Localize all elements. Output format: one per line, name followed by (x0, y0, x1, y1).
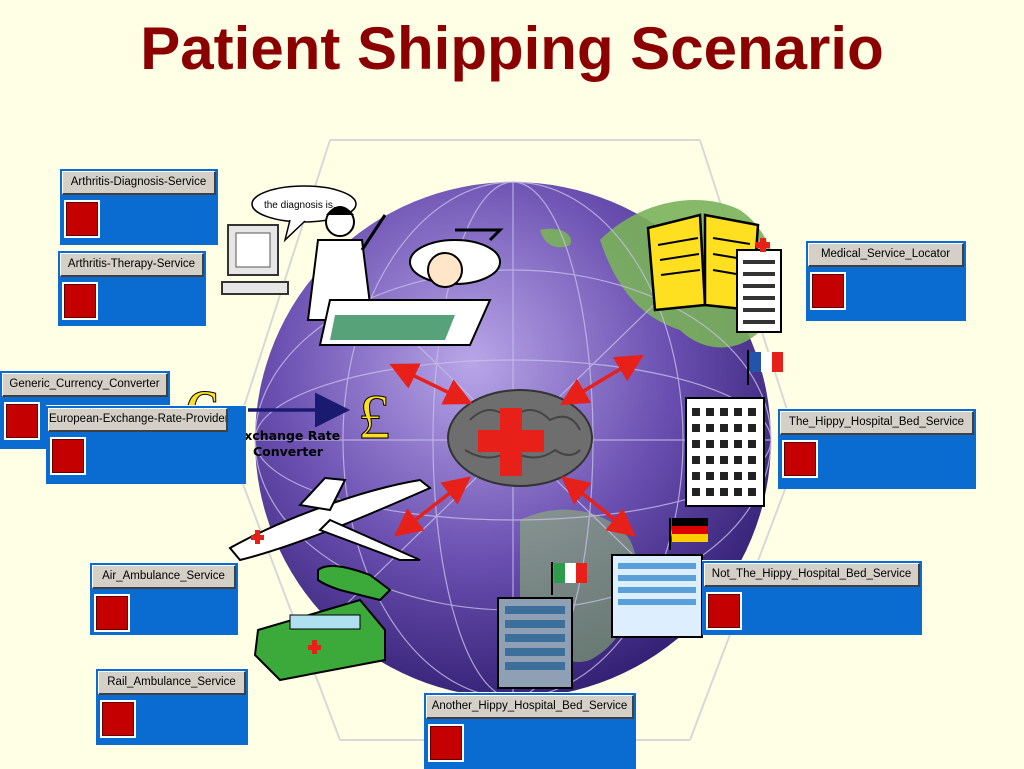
exchange-label-line2: Converter (253, 444, 324, 459)
service-button[interactable]: The_Hippy_Hospital_Bed_Service (780, 411, 974, 435)
exchange-label-line1: Exchange Rate (236, 428, 341, 443)
service-icon (4, 402, 40, 440)
service-icon (810, 272, 846, 310)
pound-icon: £ (358, 381, 390, 452)
service-icon (706, 592, 742, 630)
service-medical-locator[interactable]: Medical_Service_Locator (806, 240, 966, 321)
service-button[interactable]: Rail_Ambulance_Service (98, 671, 246, 695)
service-rail-ambulance[interactable]: Rail_Ambulance_Service (96, 668, 248, 745)
service-air-ambulance[interactable]: Air_Ambulance_Service (90, 562, 238, 635)
service-button[interactable]: Not_The_Hippy_Hospital_Bed_Service (704, 563, 920, 587)
hospital-building-icon (736, 238, 782, 333)
hospital-tall-icon (685, 397, 765, 507)
service-button[interactable]: Medical_Service_Locator (808, 243, 964, 267)
service-icon (428, 724, 464, 762)
page-title: Patient Shipping Scenario (140, 15, 884, 82)
diagnosis-bubble-text: the diagnosis is.... (264, 200, 344, 211)
service-arthritis-therapy[interactable]: Arthritis-Therapy-Service (58, 250, 206, 326)
service-button[interactable]: Arthritis-Diagnosis-Service (62, 171, 216, 195)
service-icon (50, 437, 86, 475)
flag-germany-icon (669, 518, 708, 550)
hospital-modern-icon (611, 554, 703, 638)
service-icon (100, 700, 136, 738)
train-icon (253, 565, 392, 682)
red-arrows (389, 354, 645, 537)
service-icon (782, 440, 818, 478)
service-icon (62, 282, 98, 320)
service-arthritis-diagnosis[interactable]: Arthritis-Diagnosis-Service (60, 168, 218, 245)
patient-bed-icon (318, 228, 504, 346)
service-another-hippy[interactable]: Another_Hippy_Hospital_Bed_Service (424, 692, 636, 769)
flag-italy-icon (551, 562, 587, 595)
hospital-bottom-icon (497, 597, 573, 689)
service-not-hippy-hospital[interactable]: Not_The_Hippy_Hospital_Bed_Service (702, 560, 922, 635)
service-button[interactable]: Air_Ambulance_Service (92, 565, 236, 589)
service-european-exchange[interactable]: European-Exchange-Rate-Provider (46, 405, 246, 484)
computer-icon (221, 224, 289, 295)
service-icon (94, 594, 130, 632)
service-button[interactable]: Arthritis-Therapy-Service (60, 253, 204, 277)
brain-icon (447, 389, 593, 487)
service-button[interactable]: European-Exchange-Rate-Provider (48, 408, 228, 432)
flag-france-icon (747, 350, 783, 385)
service-button[interactable]: Another_Hippy_Hospital_Bed_Service (426, 695, 634, 719)
service-hippy-hospital[interactable]: The_Hippy_Hospital_Bed_Service (778, 408, 976, 489)
service-icon (64, 200, 100, 238)
service-button[interactable]: Generic_Currency_Converter (2, 373, 168, 397)
airplane-icon (228, 476, 432, 562)
